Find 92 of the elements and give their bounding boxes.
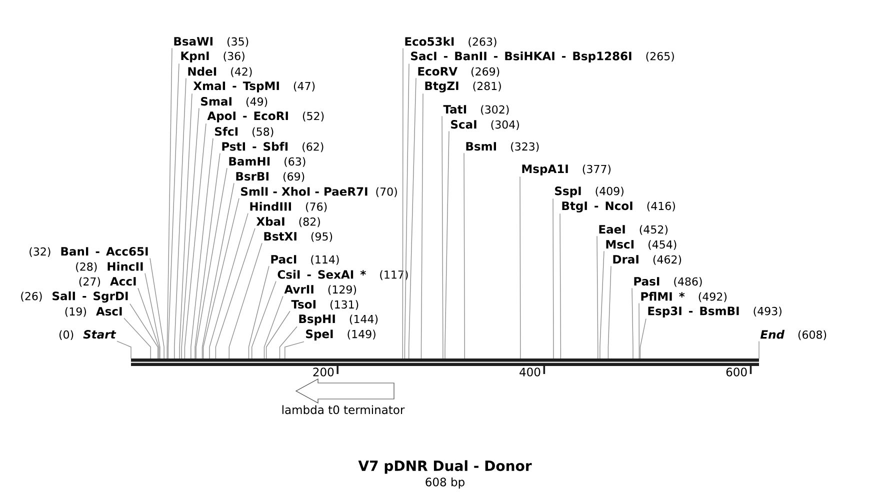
site-label: (0) Start bbox=[59, 330, 116, 340]
leader-line bbox=[166, 48, 172, 359]
site-label: BspHI (144) bbox=[299, 314, 378, 326]
leader-line bbox=[196, 168, 228, 359]
site-label: SfcI (58) bbox=[215, 126, 274, 138]
site-label: MscI (454) bbox=[606, 240, 676, 250]
leader-line bbox=[640, 318, 646, 359]
leader-line bbox=[444, 130, 450, 359]
site-label: MspA1I (377) bbox=[522, 164, 611, 176]
site-label: End (608) bbox=[760, 330, 826, 340]
tick-label: 400 bbox=[520, 368, 540, 376]
site-label: BstXI (95) bbox=[264, 232, 332, 242]
leader-line bbox=[596, 236, 598, 359]
site-label: PasI (486) bbox=[634, 277, 702, 287]
leader-line bbox=[408, 78, 416, 359]
site-label: BamHI (63) bbox=[229, 157, 306, 167]
site-label: (32) BanI - Acc65I bbox=[30, 247, 148, 257]
leader-line bbox=[420, 93, 424, 359]
leader-line bbox=[138, 288, 160, 359]
site-label: BsaWI (35) bbox=[174, 37, 248, 47]
leader-line bbox=[124, 318, 151, 359]
dna-backbone bbox=[131, 358, 759, 366]
leader-line bbox=[638, 302, 640, 359]
site-label: BtgZI (281) bbox=[425, 82, 501, 92]
site-label: SmlI - XhoI - PaeR7I (70) bbox=[241, 186, 397, 198]
site-label: (28) HincII bbox=[76, 262, 143, 272]
site-label: AvrII (129) bbox=[284, 285, 356, 295]
leader-line bbox=[279, 326, 298, 359]
leader-line bbox=[194, 152, 220, 359]
site-label: HindIII (76) bbox=[250, 202, 327, 212]
leader-line bbox=[184, 123, 206, 359]
leader-line bbox=[552, 198, 554, 359]
feature-label: lambda t0 terminator bbox=[282, 405, 405, 414]
site-label: DraI (462) bbox=[613, 255, 682, 265]
leader-line bbox=[179, 93, 192, 359]
site-label: Eco53kI (263) bbox=[405, 36, 496, 48]
leader-line bbox=[190, 138, 214, 359]
tick-label: 200 bbox=[313, 368, 334, 376]
leader-line bbox=[116, 340, 132, 359]
leader-line bbox=[464, 152, 465, 359]
leader-line bbox=[150, 258, 164, 359]
leader-line bbox=[252, 280, 276, 359]
leader-line bbox=[209, 212, 248, 359]
leader-line bbox=[402, 48, 404, 359]
leader-line bbox=[266, 310, 290, 359]
site-label: PstI - SbfI (62) bbox=[222, 142, 324, 152]
site-label: TsoI (131) bbox=[291, 300, 358, 310]
site-label: EcoRV (269) bbox=[418, 67, 500, 77]
site-label: SacI - BanII - BsiHKAI - Bsp1286I (265) bbox=[411, 51, 674, 63]
leader-line bbox=[144, 272, 160, 359]
length-label: 608 bp bbox=[426, 477, 464, 489]
leader-line bbox=[442, 116, 444, 359]
site-label: TatI (302) bbox=[443, 105, 509, 115]
site-label: ScaI (304) bbox=[451, 120, 519, 130]
leader-line bbox=[174, 78, 186, 359]
diagram-title: V7 pDNR Dual - Donor bbox=[358, 460, 532, 474]
site-label: (19) AscI bbox=[65, 307, 122, 317]
leader-line bbox=[168, 63, 180, 359]
site-label: BtgI - NcoI (416) bbox=[562, 202, 675, 212]
site-label: Esp3I - BsmBI (493) bbox=[648, 306, 782, 318]
site-label: EaeI (452) bbox=[599, 225, 668, 235]
leader-line bbox=[632, 288, 634, 359]
site-label: PflMI * (492) bbox=[641, 292, 727, 302]
site-label: CsiI - SexAI * (117) bbox=[278, 270, 408, 280]
leader-line bbox=[404, 63, 410, 359]
leader-line bbox=[758, 340, 760, 359]
site-label: NdeI (42) bbox=[188, 66, 252, 78]
leader-line bbox=[215, 228, 256, 359]
site-label: XmaI - TspMI (47) bbox=[193, 82, 315, 92]
site-label: (26) SalI - SgrDI bbox=[21, 291, 128, 303]
leader-line bbox=[284, 341, 304, 359]
site-label: ApoI - EcoRI (52) bbox=[207, 112, 324, 122]
site-label: PacI (114) bbox=[271, 255, 339, 265]
site-label: SpeI (149) bbox=[306, 330, 376, 340]
leader-line bbox=[248, 266, 270, 359]
leader-line bbox=[181, 108, 200, 359]
site-label: XbaI (82) bbox=[256, 216, 320, 228]
site-label: SspI (409) bbox=[555, 186, 624, 198]
leader-line bbox=[202, 198, 240, 359]
leader-line bbox=[600, 250, 604, 359]
site-label: KpnI (36) bbox=[181, 52, 244, 62]
site-label: BsmI (323) bbox=[466, 142, 539, 152]
site-label: SmaI (49) bbox=[201, 97, 268, 107]
leader-line bbox=[520, 176, 521, 359]
site-label: BsrBI (69) bbox=[236, 172, 304, 182]
leader-line bbox=[228, 242, 262, 359]
leader-line bbox=[130, 303, 158, 359]
leader-line bbox=[202, 182, 234, 359]
leader-line bbox=[264, 296, 284, 359]
leader-line bbox=[560, 213, 562, 359]
leader-line bbox=[608, 266, 612, 359]
site-label: (27) AccI bbox=[79, 277, 136, 287]
